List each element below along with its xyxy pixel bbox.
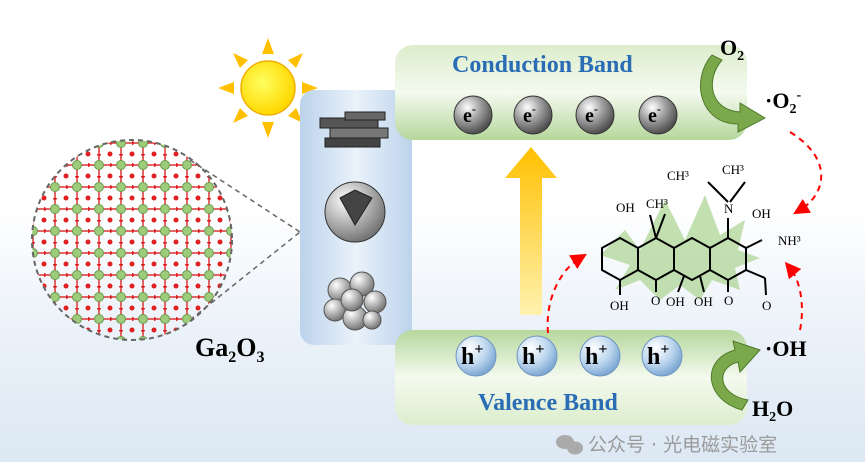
- o2-label: O2: [720, 35, 744, 64]
- hollow-sphere-icon: [324, 181, 386, 243]
- morphology-panel: [300, 90, 412, 345]
- molecule-label: OH: [694, 294, 713, 309]
- molecule-label: OH: [666, 294, 685, 309]
- crystal-structure-zoom: [31, 139, 301, 341]
- tetracycline-molecule: CH³ CH³ OH CH³ OH NH³ OH O OH OH O O N: [600, 162, 801, 313]
- o2-reduction-arrow: [700, 54, 767, 133]
- svg-text:e-: e-: [463, 102, 476, 127]
- watermark-text: 公众号 · 光电磁实验室: [588, 434, 778, 456]
- hole-attack-arrow: [546, 253, 587, 334]
- sun-icon: [218, 38, 318, 138]
- svg-text:h+: h+: [647, 341, 669, 370]
- nanoparticles-icon: [323, 271, 387, 331]
- superoxide-label: ·O2-: [765, 88, 801, 117]
- svg-text:e-: e-: [523, 102, 536, 127]
- wechat-icon: [556, 435, 583, 455]
- valence-band-label: Valence Band: [478, 390, 618, 416]
- molecule-label: N: [724, 201, 734, 216]
- svg-text:h+: h+: [522, 341, 544, 370]
- molecule-label: O: [762, 298, 771, 313]
- molecule-label: OH: [616, 200, 635, 215]
- holes: [455, 335, 683, 377]
- svg-text:e-: e-: [648, 102, 661, 127]
- hole-labels: h+ h+ h+ h+: [461, 341, 669, 370]
- hydroxyl-attack-arrow: [784, 261, 803, 331]
- molecule-label: O: [651, 293, 660, 308]
- molecule-label: CH³: [667, 168, 689, 183]
- hydroxyl-label: ·OH: [765, 336, 807, 361]
- molecule-label: OH: [610, 298, 629, 313]
- svg-text:h+: h+: [461, 341, 483, 370]
- excitation-arrow: [505, 147, 557, 315]
- molecule-label: OH: [752, 206, 771, 221]
- electron-labels: e- e- e- e-: [463, 102, 661, 127]
- svg-text:h+: h+: [585, 341, 607, 370]
- molecule-label: CH³: [646, 196, 668, 211]
- molecule-label: O: [724, 293, 733, 308]
- water-label: H2O: [752, 396, 793, 425]
- superoxide-attack-arrow: [789, 131, 823, 215]
- svg-text:e-: e-: [585, 102, 598, 127]
- conduction-band-label: Conduction Band: [452, 52, 633, 78]
- material-label: Ga2O3: [195, 333, 264, 366]
- molecule-label: CH³: [722, 162, 744, 177]
- h2o-oxidation-arrow: [710, 340, 761, 411]
- electrons: [453, 95, 678, 135]
- molecule-label: NH³: [778, 233, 801, 248]
- nanorods-icon: [319, 111, 389, 148]
